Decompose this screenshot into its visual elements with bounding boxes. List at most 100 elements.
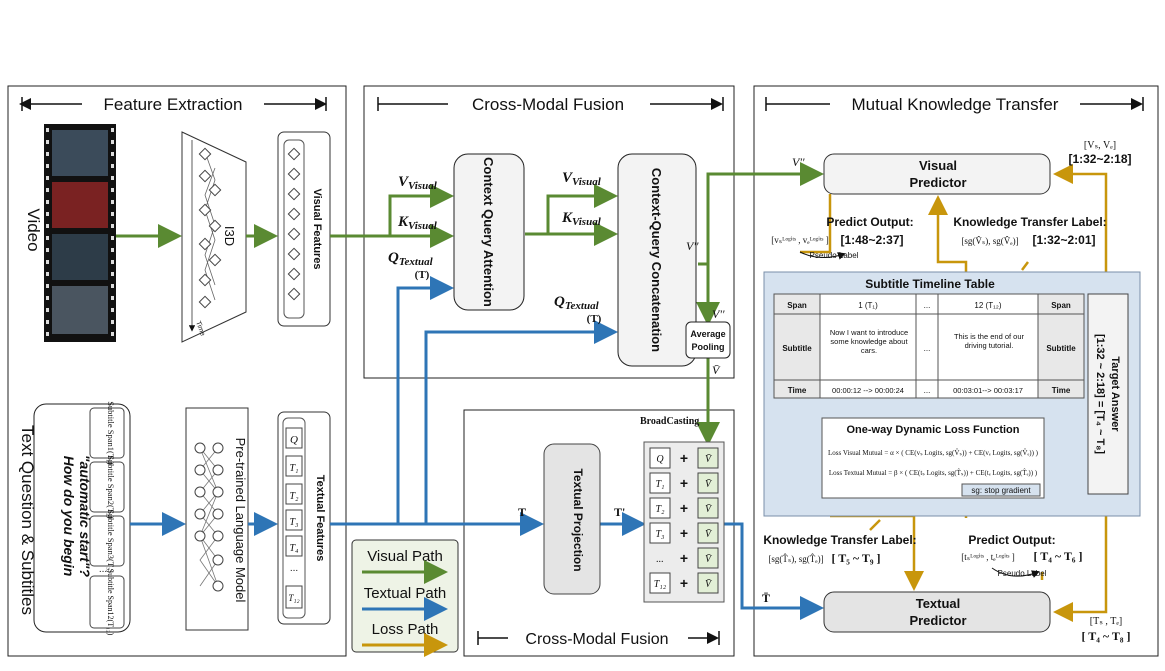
- avg-pool-label-1: Average: [690, 329, 725, 339]
- stack-vbar-0: V̄: [705, 453, 713, 465]
- kt-label-textual-expr: [sg(T̂ₛ), sg(T̂ₑ)]: [768, 553, 823, 564]
- pseudo-label-textual: Pseudo Label: [998, 569, 1047, 578]
- cross-modal-fusion-bottom-header: Cross-Modal Fusion: [477, 631, 720, 648]
- broadcast-stack: Q+V̄T₁+V̄T₂+V̄T₃+V̄...+V̄T₁₂+V̄: [643, 441, 725, 603]
- stack-vbar-box-4: [697, 547, 719, 569]
- i3d-extractor: I3D Time: [181, 131, 247, 343]
- table-header-subtitle-right: Subtitle: [1046, 344, 1076, 353]
- stack-token-0: Q: [656, 454, 664, 465]
- visual-predictor-label-2: Predictor: [909, 175, 966, 190]
- v-bar-label: V̄: [712, 363, 721, 377]
- predict-output-visual-time: [1:48~2:37]: [840, 233, 903, 247]
- cross-modal-fusion-top-header: Cross-Modal Fusion: [377, 95, 724, 114]
- predict-output-visual-title: Predict Output:: [826, 215, 913, 229]
- stack-vbar-box-0: [697, 447, 719, 469]
- stack-token-4: ...: [656, 554, 664, 565]
- video-filmstrip: [44, 124, 116, 342]
- text-question-subtitles-label: Text Question & Subtitles: [18, 425, 37, 615]
- stack-plus-0: +: [680, 450, 688, 466]
- table-dots-subtitle: ...: [924, 344, 931, 353]
- context-query-attention-block: [453, 153, 525, 311]
- feature-extraction-header: Feature Extraction: [19, 95, 327, 114]
- stack-token-1: T₁: [655, 479, 664, 490]
- question-line-2: "automatic start"?: [77, 455, 93, 578]
- path-legend: Visual Path Textual Path Loss Path: [351, 539, 459, 657]
- textual-features-label: Textual Features: [314, 475, 326, 562]
- kt-label-visual-title: Knowledge Transfer Label:: [953, 215, 1106, 229]
- table-col1-subtitle-wrap: Now I want to introduce some knowledge a…: [830, 328, 908, 355]
- sg-note-box: [961, 483, 1041, 497]
- t-prime-label: T': [614, 505, 625, 519]
- stack-plus-3: +: [680, 525, 688, 541]
- cross-modal-fusion-top-title: Cross-Modal Fusion: [472, 95, 624, 114]
- table-col2-span: 12 (T₁₂): [974, 301, 1001, 310]
- stack-vbar-box-2: [697, 497, 719, 519]
- predict-output-textual-title: Predict Output:: [968, 533, 1055, 547]
- table-col1-span: 1 (T₁): [858, 301, 878, 310]
- table-header-span-left: Span: [787, 301, 807, 310]
- subtitle-cards: Subtitle Span1(T₁) Subtitle Span2(T₂) Su…: [89, 401, 125, 636]
- vs-ve-label: [Vₛ, Vₑ]: [1084, 140, 1116, 151]
- k-visual-label-1: KVisual: [397, 214, 438, 232]
- textual-predictor-label-2: Predictor: [909, 613, 966, 628]
- table-title: Subtitle Timeline Table: [865, 277, 995, 291]
- cross-modal-fusion-top-panel: [363, 85, 735, 379]
- visual-predictor-label-1: Visual: [919, 158, 957, 173]
- ts-te-label: [Tₛ , Tₑ]: [1090, 616, 1123, 627]
- subtitle-span-1: Subtitle Span1(T₁): [106, 401, 116, 465]
- predict-output-visual-expr: [vₛᴸᵒᵍⁱᵗˢ , vₑᴸᵒᵍⁱᵗˢ ]: [771, 235, 828, 245]
- pseudo-label-visual: Pseudo Label: [810, 251, 859, 260]
- v-double-prime-label-1: V'': [686, 239, 699, 253]
- table-dots-span: ...: [924, 301, 931, 310]
- loss-textual-formula: Loss Textual Mutual = β × ( CE(tₛ Logits…: [829, 469, 1038, 477]
- visual-predictor-block: [823, 153, 1051, 195]
- textual-token-q: Q: [290, 434, 298, 446]
- textual-token-t2: T₂: [289, 491, 299, 502]
- kt-label-textual-range: [ T₅ ~ T₉ ]: [831, 551, 880, 565]
- average-pooling-block: [685, 321, 731, 359]
- stack-plus-1: +: [680, 475, 688, 491]
- textual-predictor-label-1: Textual: [916, 596, 961, 611]
- legend-textual-label: Textual Path: [364, 585, 447, 602]
- stack-vbar-1: V̄: [705, 478, 713, 490]
- stack-token-box-5: [649, 572, 671, 594]
- stack-vbar-4: V̄: [705, 553, 713, 565]
- avg-pool-label-2: Pooling: [692, 342, 725, 352]
- vs-ve-time: [1:32~2:18]: [1068, 152, 1131, 166]
- textual-token-t3: T₃: [289, 517, 299, 528]
- subtitle-timeline-table: Span Subtitle Time Span Subtitle Time 1 …: [773, 293, 1085, 399]
- video-label: Video: [24, 208, 43, 251]
- table-dots-time: ...: [924, 386, 931, 395]
- v-double-prime-label-3: V'': [792, 155, 805, 169]
- table-header-time-left: Time: [788, 386, 807, 395]
- loss-function-title: One-way Dynamic Loss Function: [847, 424, 1020, 436]
- stack-plus-2: +: [680, 500, 688, 516]
- target-answer-box: [1087, 293, 1129, 495]
- stack-token-3: T₃: [655, 529, 665, 540]
- mutual-knowledge-transfer-header: Mutual Knowledge Transfer: [765, 95, 1144, 114]
- stack-token-5: T₁₂: [654, 579, 667, 590]
- q-textual-label-2: QTextual: [554, 294, 600, 312]
- loss-visual-formula: Loss Visual Mutual = α × ( CE(vₛ Logits,…: [828, 449, 1039, 457]
- legend-visual-label: Visual Path: [367, 548, 443, 565]
- table-header-subtitle-left: Subtitle: [782, 344, 812, 353]
- stack-plus-4: +: [680, 550, 688, 566]
- v-double-prime-label-2: V'': [712, 307, 725, 321]
- visual-features-stack: Visual Features: [277, 131, 331, 327]
- subtitle-span-3: Subtitle Span3(T₃): [106, 509, 116, 573]
- textual-features-stack: Q T₁ T₂ T₃ T₄ ... T₁₂ Textual Features: [277, 411, 331, 625]
- textual-predictor-block: [823, 591, 1051, 633]
- textual-projection-label: Textual Projection: [571, 468, 585, 571]
- kt-label-visual-expr: [sg(V̂ₛ), sg(V̂ₑ)]: [961, 235, 1018, 246]
- table-col2-subtitle-wrap: This is the end of our driving tutorial.: [954, 332, 1024, 350]
- cqa-label: Context Query Attention: [481, 157, 496, 307]
- target-answer-label: Target Answer: [1109, 356, 1121, 432]
- plm-label: Pre-trained Language Model: [233, 438, 248, 603]
- bold-t-label-2: (T): [587, 313, 602, 325]
- textual-token-t12: T₁₂: [288, 593, 299, 603]
- sg-note: sg: stop gradient: [971, 486, 1031, 495]
- stack-token-box-0: [649, 447, 671, 469]
- textual-paths: [130, 276, 824, 620]
- fusion-labels: VVisual KVisual QTextual (T) VVisual KVi…: [388, 155, 805, 377]
